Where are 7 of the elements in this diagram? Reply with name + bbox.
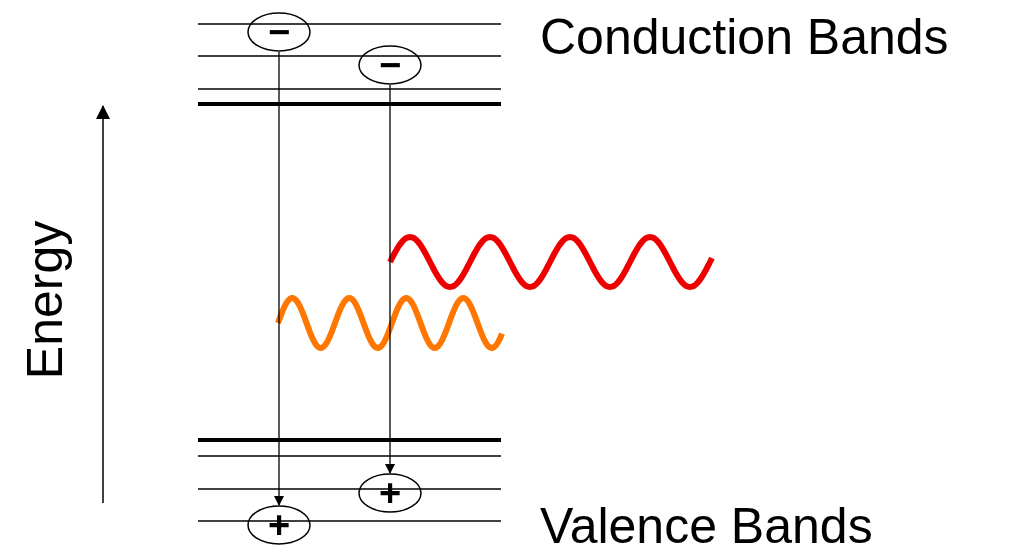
band-label: Conduction Bands	[540, 8, 949, 66]
axis-label: Energy	[16, 220, 74, 380]
transition-arrow	[274, 51, 284, 506]
electron-circle: −	[247, 12, 311, 52]
electron-circle: −	[358, 45, 422, 85]
band-label: Valence Bands	[540, 497, 873, 553]
transition-arrow	[385, 84, 395, 474]
